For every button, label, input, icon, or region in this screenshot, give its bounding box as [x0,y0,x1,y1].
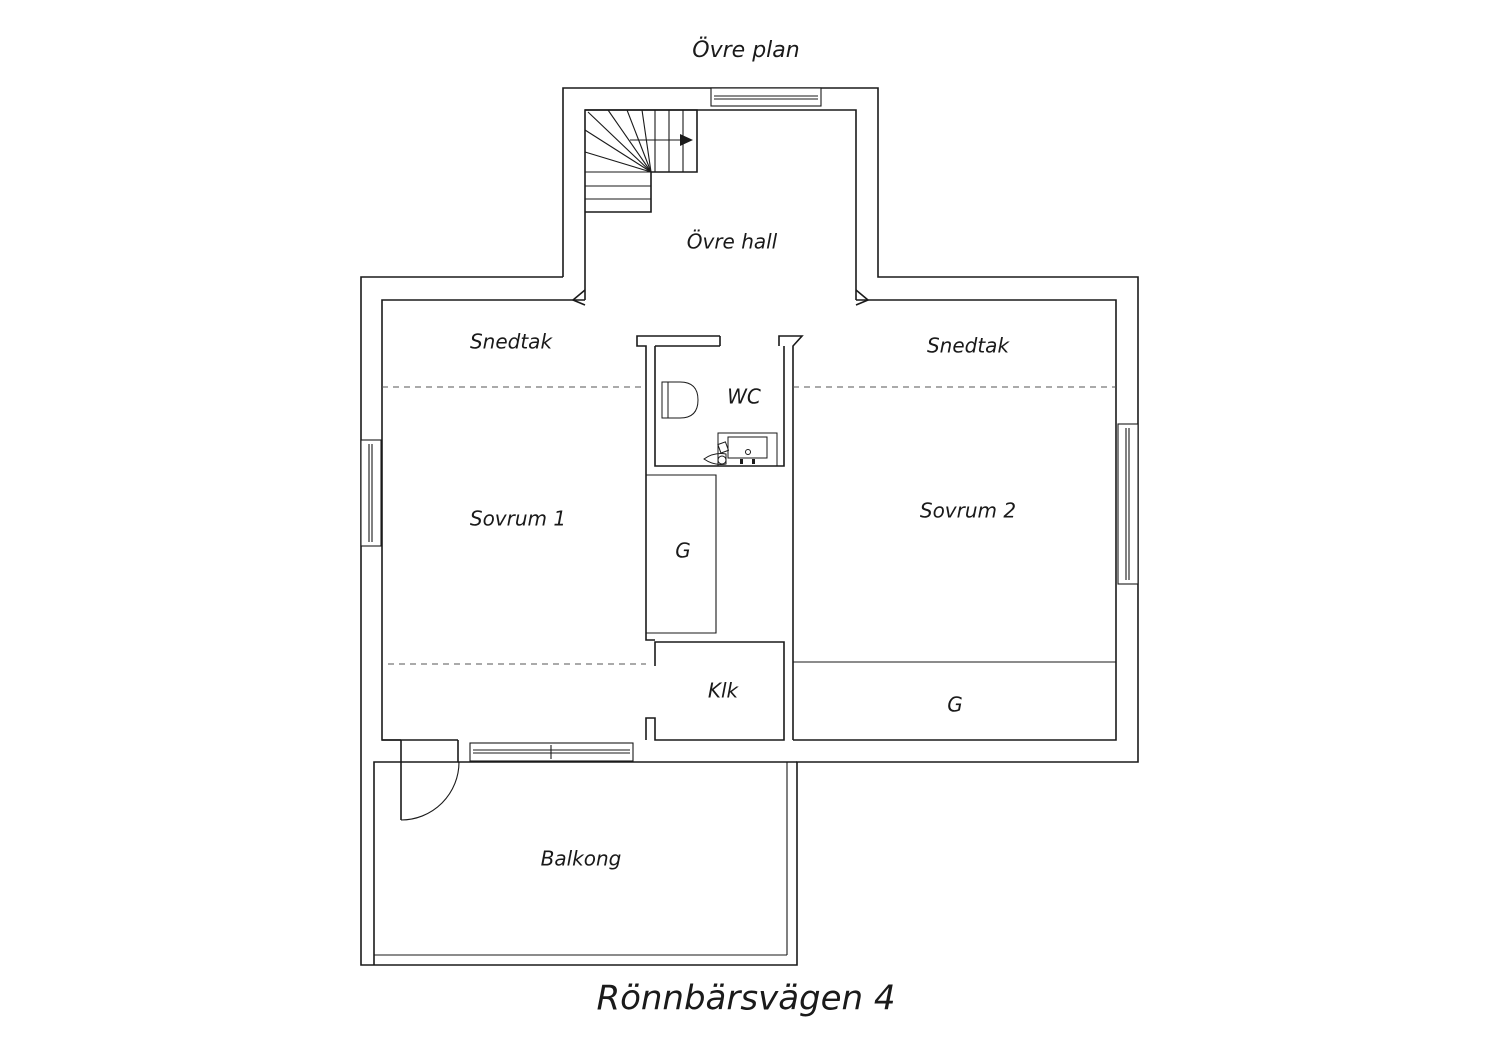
room-label-klk: Klk [708,679,740,703]
sloped-ceiling-lines [382,386,1116,665]
window-right [1117,423,1139,585]
room-label-snedtak-right: Snedtak [927,334,1010,358]
room-label-wc: WC [727,385,761,409]
window-bottom [469,742,634,762]
toilet-icon [661,381,699,419]
sink-icon [717,432,778,467]
room-label-snedtak-left: Snedtak [470,330,553,354]
room-label-sovrum-2: Sovrum 2 [920,499,1016,523]
hall-opening-returns [571,289,870,306]
address-title: Rönnbärsvägen 4 [596,979,895,1019]
window-left [360,439,382,547]
staircase [584,109,698,213]
room-label-g-bottom: G [947,693,963,717]
room-label-g-closet: G [675,539,691,563]
stair-arrow-icon [680,134,693,146]
room-label-sovrum-1: Sovrum 1 [470,507,566,531]
room-label-balkong: Balkong [541,847,622,871]
plan-title: Övre plan [692,37,799,63]
window-top [710,87,822,107]
shower-icon [703,441,730,465]
balcony-door [400,761,460,821]
room-label-ovre-hall: Övre hall [687,230,778,254]
